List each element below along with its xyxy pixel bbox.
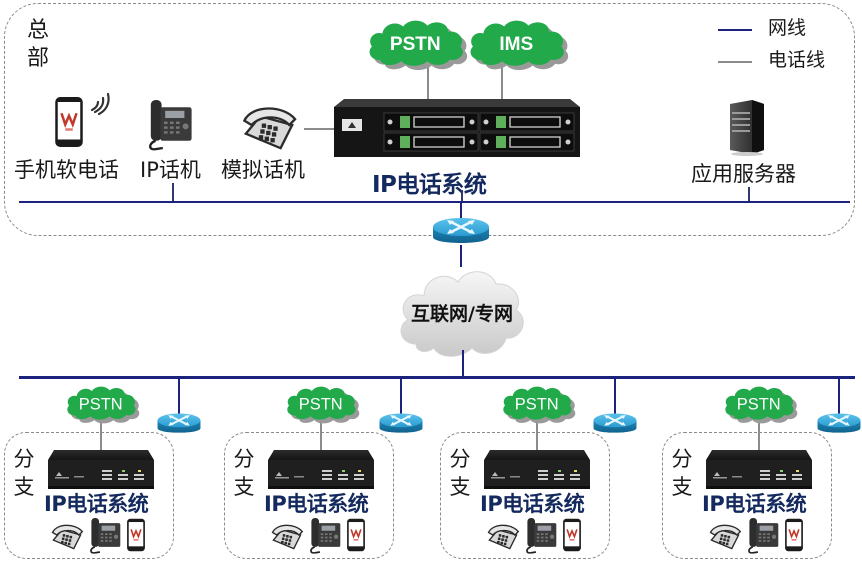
server-icon <box>730 100 764 156</box>
router-to-internet-link <box>460 245 462 267</box>
smartphone-icon <box>784 518 804 552</box>
hq-pstn-cloud-label: PSTN <box>390 34 441 55</box>
branch-label: 分 支 <box>233 447 255 499</box>
branch-system-title: IP电话系统 <box>702 492 807 516</box>
analog-phone-icon <box>240 96 298 154</box>
branch-region <box>662 432 832 559</box>
hq-ims-cloud: IMS <box>466 17 570 69</box>
branch-ip-pbx-icon <box>482 446 592 490</box>
branch-pstn-cloud: PSTN <box>64 384 140 422</box>
internet-cloud-label: 互联网/专网 <box>411 302 513 325</box>
hq-network-backbone <box>19 201 850 203</box>
core-router-uplink <box>460 201 462 221</box>
wifi-signal-icon <box>90 92 110 116</box>
branch-pstn-phone-line <box>536 412 538 450</box>
branch-pstn-cloud: PSTN <box>722 384 798 422</box>
branch-ip-pbx-icon <box>266 446 376 490</box>
headquarters-label: 总 部 <box>26 18 49 71</box>
analog-phone-icon <box>708 518 742 552</box>
branch-label: 分 支 <box>671 447 693 499</box>
branch-label: 分 支 <box>13 447 35 499</box>
branch-pstn-cloud-label: PSTN <box>79 395 123 413</box>
branch-label: 分 支 <box>449 447 471 499</box>
analog-phone-icon <box>486 518 520 552</box>
hq-ims-phone-line <box>501 62 503 100</box>
ip-phone-network-link <box>172 183 174 201</box>
branch-ip-pbx-icon <box>704 446 814 490</box>
ip-phone-icon <box>524 516 558 554</box>
device-label-softphone: 手机软电话 <box>14 158 119 182</box>
branch-region <box>440 432 610 559</box>
smartphone-icon <box>54 95 84 149</box>
branch-router-uplink <box>838 378 840 416</box>
hq-ip-pbx-rack-icon <box>334 99 580 157</box>
ip-phone-icon <box>146 94 194 154</box>
branch-pstn-cloud-label: PSTN <box>515 395 559 413</box>
smartphone-icon <box>562 518 582 552</box>
server-network-link <box>748 187 750 201</box>
branch-network-backbone <box>19 376 855 379</box>
legend-network-line-label: 网线 <box>768 17 807 39</box>
branch-system-title: IP电话系统 <box>480 492 585 516</box>
ip-phone-icon <box>746 516 780 554</box>
internet-to-branch-backbone <box>462 350 464 377</box>
hq-pstn-cloud: PSTN <box>362 17 472 69</box>
legend-phone-line-label: 电话线 <box>768 49 826 71</box>
branch-ip-pbx-icon <box>46 446 156 490</box>
hq-pstn-phone-line <box>427 62 429 100</box>
branch-pstn-cloud: PSTN <box>284 384 360 422</box>
headquarters-region <box>4 3 855 236</box>
analog-phone-line <box>304 128 334 130</box>
internet-cloud: 互联网/专网 <box>400 271 524 357</box>
branch-pstn-cloud-label: PSTN <box>737 395 781 413</box>
branch-pstn-phone-line <box>100 412 102 450</box>
smartphone-icon <box>126 518 146 552</box>
analog-phone-icon <box>270 518 304 552</box>
branch-region <box>224 432 394 559</box>
branch-system-title: IP电话系统 <box>264 492 369 516</box>
branch-system-title: IP电话系统 <box>44 492 149 516</box>
legend-network-line-swatch <box>718 29 752 31</box>
branch-region <box>4 432 174 559</box>
legend-phone-line-swatch <box>718 61 752 63</box>
ip-phone-icon <box>308 516 342 554</box>
device-label-ip-phone: IP话机 <box>140 158 201 182</box>
device-label-analog-phone: 模拟话机 <box>221 158 305 182</box>
hq-system-title: IP电话系统 <box>372 172 487 198</box>
hq-system-network-link <box>461 190 463 201</box>
ip-phone-icon <box>88 516 122 554</box>
branch-router-uplink <box>614 378 616 416</box>
smartphone-icon <box>346 518 366 552</box>
branch-router-uplink <box>178 378 180 416</box>
branch-router-uplink <box>400 378 402 416</box>
branch-pstn-phone-line <box>320 412 322 450</box>
device-label-app-server: 应用服务器 <box>691 162 796 186</box>
branch-pstn-cloud: PSTN <box>500 384 576 422</box>
hq-ims-cloud-label: IMS <box>499 34 533 55</box>
branch-pstn-cloud-label: PSTN <box>299 395 343 413</box>
analog-phone-icon <box>50 518 84 552</box>
branch-pstn-phone-line <box>758 412 760 450</box>
